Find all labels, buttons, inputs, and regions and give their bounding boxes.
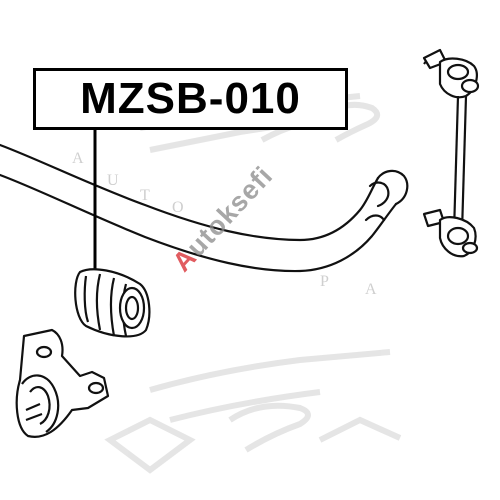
bg-letter: O	[172, 199, 186, 216]
bg-letter: P	[320, 273, 331, 290]
bg-letter: A	[365, 281, 379, 298]
bg-letter: A	[72, 150, 86, 167]
background-letters: A U T O P A	[72, 150, 379, 298]
stabilizer-bushing	[74, 268, 151, 338]
stabilizer-link	[422, 48, 480, 258]
bg-letter: U	[107, 172, 121, 189]
background-brand-lettering	[104, 93, 402, 474]
part-number-text: MZSB-010	[80, 74, 301, 123]
bushing-bracket	[15, 328, 110, 438]
bg-letter: T	[140, 187, 152, 204]
stabilizer-bar	[0, 143, 409, 273]
part-number-label: MZSB-010	[33, 68, 348, 130]
